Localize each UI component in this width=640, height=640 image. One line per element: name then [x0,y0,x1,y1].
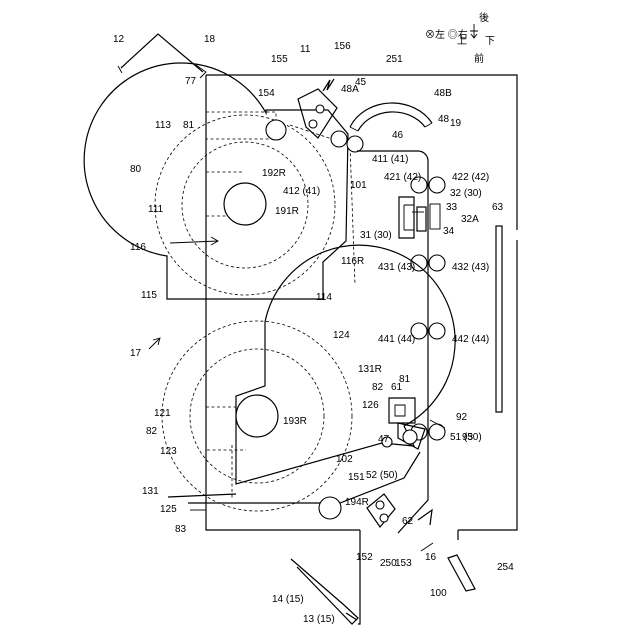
label-422: 422 (42) [452,172,489,183]
label-153: 153 [395,558,412,569]
label-45: 45 [355,77,367,88]
label-62: 62 [402,516,414,527]
label-131: 131 [142,486,159,497]
label-123: 123 [160,446,177,457]
label-46: 46 [392,130,404,141]
label-83: 83 [175,524,187,535]
label-113: 113 [155,120,171,131]
label-116: 116 [130,242,146,253]
label-412: 412 (41) [283,186,320,197]
label-126: 126 [362,400,379,411]
label-33: 33 [446,202,458,213]
label-102: 102 [336,454,353,465]
label-48: 48 [438,114,450,125]
label-81a: 81 [183,120,195,131]
label-80: 80 [130,164,142,175]
label-432: 432 (43) [452,262,489,273]
label-92: 92 [456,412,468,423]
label-191R: 191R [275,206,299,217]
label-11: 11 [300,44,311,55]
label-93: 93 [462,432,474,443]
label-442: 442 (44) [452,334,489,345]
label-193R: 193R [283,416,307,427]
label-81b: 81 [399,374,411,385]
legend-left-right: ⊗左 ◎右 [425,28,468,41]
label-152: 152 [356,552,373,563]
label-421: 421 (42) [384,172,421,183]
label-12: 12 [113,34,125,45]
lever-152 [367,494,432,527]
legend-rear: 後 [479,11,489,24]
legend-down: 下 [485,36,495,47]
label-121: 121 [154,408,171,419]
label-82a: 82 [372,382,384,393]
label-82b: 82 [146,426,158,437]
label-47: 47 [378,434,390,445]
label-254: 254 [497,562,514,573]
label-13: 13 (15) [303,614,335,625]
legend-front: 前 [474,52,484,65]
belt-unit-154 [298,79,337,138]
label-63: 63 [492,202,504,213]
label-19: 19 [450,118,462,129]
label-125: 125 [160,504,177,515]
label-441: 441 (44) [378,334,415,345]
label-17: 17 [130,348,142,359]
label-124: 124 [333,330,350,341]
label-48B: 48B [434,88,452,99]
developing-unit-80 [382,398,445,449]
exposure-unit-30 [399,197,440,238]
light-bar-63 [496,226,502,412]
top-cover-12 [118,34,206,78]
label-194R: 194R [345,497,369,508]
label-101: 101 [350,180,367,191]
label-100: 100 [430,588,447,599]
label-115: 115 [141,290,157,301]
label-77: 77 [185,76,197,87]
label-156: 156 [334,41,351,52]
label-192R: 192R [262,168,286,179]
label-18: 18 [204,34,216,45]
label-155: 155 [271,54,288,65]
fixing-cover-45 [350,103,432,131]
label-154: 154 [258,88,275,99]
label-114: 114 [316,292,332,303]
label-32A: 32A [461,214,479,225]
label-251: 251 [386,54,403,65]
label-32: 32 (30) [450,188,482,199]
direction-legend: 後 上 下 前 ⊗左 ◎右 [425,11,495,65]
label-131R: 131R [358,364,382,375]
label-431: 431 (43) [378,262,415,273]
label-52: 52 (50) [366,470,398,481]
label-151: 151 [348,472,365,483]
upper-cartridge-111 [84,63,363,299]
label-111: 111 [148,204,164,215]
label-116R: 116R [341,256,364,267]
label-31: 31 (30) [360,230,392,241]
lower-covers [291,530,475,624]
label-34: 34 [443,226,455,237]
label-411: 411 (41) [372,154,409,165]
label-16: 16 [425,552,437,563]
label-14: 14 (15) [272,594,304,605]
